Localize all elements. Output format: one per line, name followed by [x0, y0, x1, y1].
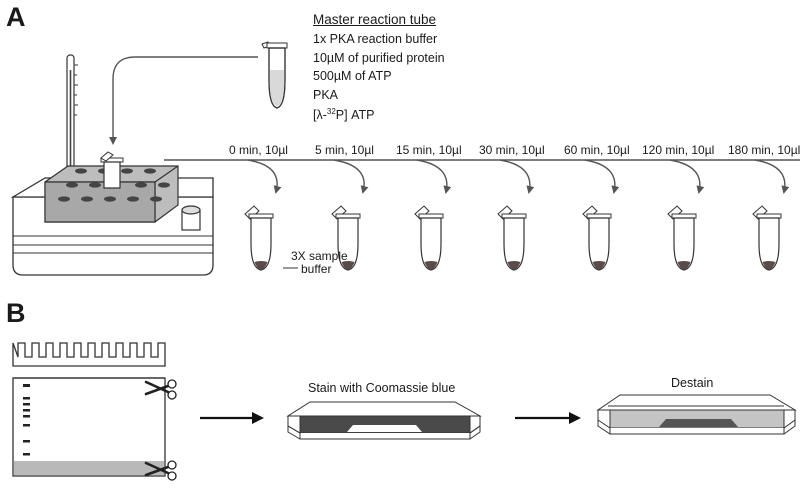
knob-icon	[181, 205, 201, 231]
timepoint-label: 180 min, 10µl	[728, 143, 800, 157]
panel-a-label: A	[6, 2, 26, 32]
gel	[12, 342, 178, 482]
timepoint-label: 5 min, 10µl	[315, 143, 374, 157]
ladder-bands	[23, 384, 30, 456]
mix-component: 1x PKA reaction buffer	[313, 32, 438, 46]
sample-buffer-label: 3X sample	[291, 249, 348, 263]
master-reaction-tube	[261, 41, 288, 109]
timepoint-label: 120 min, 10µl	[642, 143, 715, 157]
heat-block-device	[10, 54, 214, 276]
panel-b-label: B	[6, 298, 26, 328]
mix-component: 10µM of purified protein	[313, 51, 445, 65]
mix-component: 500µM of ATP	[313, 69, 392, 83]
timepoint-label: 30 min, 10µl	[479, 143, 545, 157]
stain-step-label: Stain with Coomassie blue	[308, 381, 456, 395]
sample-tube-60min	[582, 205, 612, 271]
sample-tube-0min	[244, 205, 274, 271]
tube-block	[44, 151, 179, 223]
sample-tube-180min	[752, 205, 782, 271]
destain-tray	[596, 394, 797, 435]
sample-tube-30min	[497, 205, 527, 271]
timepoint-label: 60 min, 10µl	[564, 143, 630, 157]
sample-tube-15min	[414, 205, 444, 271]
timepoint-label: 0 min, 10µl	[229, 143, 288, 157]
sample-tube-120min	[667, 205, 697, 271]
timepoint-arrows	[247, 159, 790, 194]
transfer-arrow	[109, 56, 258, 145]
thermometer-icon	[66, 54, 78, 184]
sample-buffer-label: buffer	[301, 262, 332, 276]
timepoint-label: 15 min, 10µl	[396, 143, 462, 157]
radiolabeled-atp-label: [λ-32P] ATP	[313, 107, 375, 122]
staining-tray	[286, 401, 482, 440]
master-tube-title: Master reaction tube	[313, 12, 437, 27]
mix-component: PKA	[313, 88, 339, 102]
destain-step-label: Destain	[671, 376, 714, 390]
